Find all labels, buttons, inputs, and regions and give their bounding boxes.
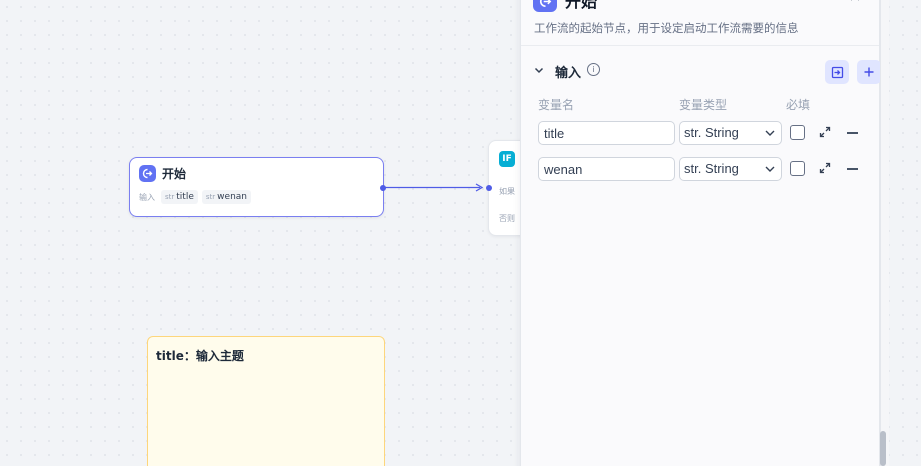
chevron-down-icon (765, 166, 775, 172)
chevron-down-icon (765, 130, 775, 136)
variable-type: str (165, 193, 175, 201)
remove-variable-icon[interactable] (847, 132, 858, 134)
import-icon (831, 66, 843, 78)
sticky-note[interactable]: title：输入主题 (147, 336, 385, 466)
if-node-input-port[interactable] (486, 185, 492, 191)
if-node-icon: IF (499, 151, 515, 167)
variable-name: title (176, 192, 194, 202)
else-branch-label: 否则 (499, 214, 515, 223)
close-icon[interactable] (847, 0, 863, 6)
panel-node-icon (533, 0, 557, 12)
input-section-title: 输入 (555, 66, 582, 81)
start-node-icon (139, 164, 156, 182)
expand-icon[interactable] (819, 162, 831, 174)
scrollbar-thumb[interactable] (880, 431, 886, 466)
info-icon[interactable]: i (587, 63, 600, 76)
start-node-variables: 输入 str title str wenan (130, 190, 383, 204)
start-node[interactable]: 开始 输入 str title str wenan (129, 157, 384, 217)
variable-type-value: str. String (684, 125, 739, 140)
variable-type-select[interactable]: str. String (679, 157, 782, 181)
variable-type-value: str. String (684, 161, 739, 176)
variable-type: str (205, 193, 216, 201)
variable-row: str. String (538, 157, 878, 181)
required-checkbox[interactable] (790, 161, 805, 176)
variable-chip: str wenan (201, 190, 251, 204)
variable-name-input[interactable] (538, 157, 675, 181)
variable-chip: str title (161, 190, 198, 204)
start-node-header: 开始 (130, 158, 383, 188)
panel-title[interactable]: 开始 (565, 0, 598, 11)
variable-row: str. String (538, 121, 878, 145)
note-text: title：输入主题 (156, 349, 244, 363)
input-section-header[interactable]: 输入 i (533, 60, 881, 84)
if-branch-label: 如果 (499, 187, 515, 196)
column-header-required: 必填 (786, 98, 811, 112)
variable-name-input[interactable] (538, 121, 675, 145)
start-node-output-port[interactable] (380, 184, 386, 191)
start-node-title: 开始 (162, 166, 187, 181)
panel-description: 工作流的起始节点，用于设定启动工作流需要的信息 (534, 21, 799, 35)
start-node-inputs-label: 输入 (139, 192, 155, 202)
column-header-name: 变量名 (538, 98, 575, 112)
add-variable-button[interactable] (857, 60, 881, 84)
column-header-type: 变量类型 (679, 98, 728, 112)
remove-variable-icon[interactable] (847, 168, 858, 170)
chevron-down-icon[interactable] (533, 64, 545, 76)
expand-icon[interactable] (819, 126, 831, 138)
variable-type-select[interactable]: str. String (679, 121, 782, 145)
node-config-panel: 开始 工作流的起始节点，用于设定启动工作流需要的信息 输入 i 变量名 变量类型… (520, 0, 881, 466)
import-variable-button[interactable] (825, 60, 849, 84)
scrollbar-track[interactable] (880, 0, 889, 466)
required-checkbox[interactable] (790, 125, 805, 140)
panel-header: 开始 工作流的起始节点，用于设定启动工作流需要的信息 (521, 0, 879, 46)
plus-icon (864, 67, 874, 77)
variable-name: wenan (217, 192, 247, 202)
